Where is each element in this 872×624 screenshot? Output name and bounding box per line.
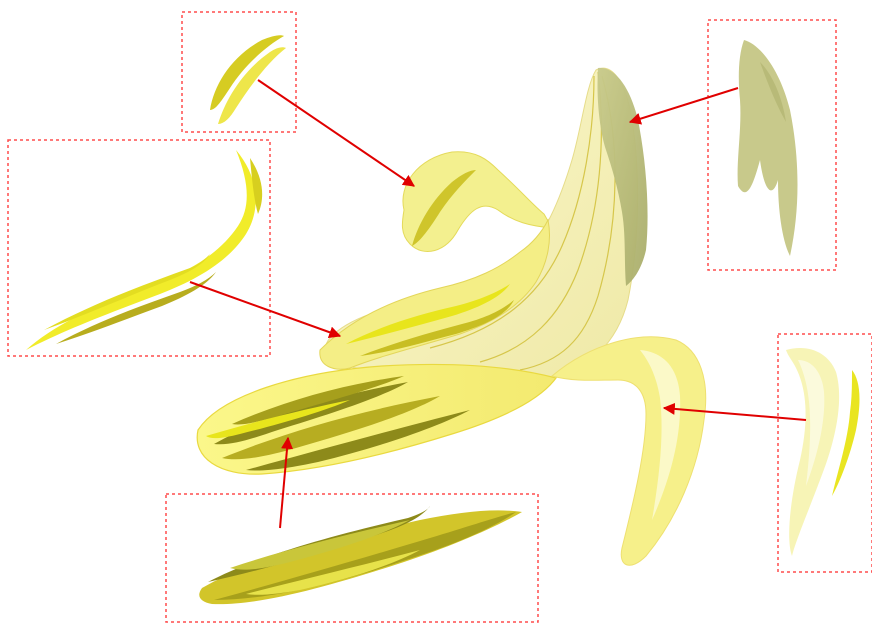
detail-peel-bottom xyxy=(199,506,522,604)
peel-curl-top-left xyxy=(402,152,552,252)
detail-peel-right xyxy=(786,348,859,556)
peel-right-hanging xyxy=(552,337,706,565)
detail-peel-shadow xyxy=(738,40,798,256)
detail-peel-strip-left xyxy=(26,150,262,350)
arrow-icon xyxy=(258,80,414,186)
arrow-icon xyxy=(630,88,738,122)
banana-illustration xyxy=(197,68,706,565)
arrow-icon xyxy=(190,282,340,336)
detail-peel-curl xyxy=(210,35,286,124)
